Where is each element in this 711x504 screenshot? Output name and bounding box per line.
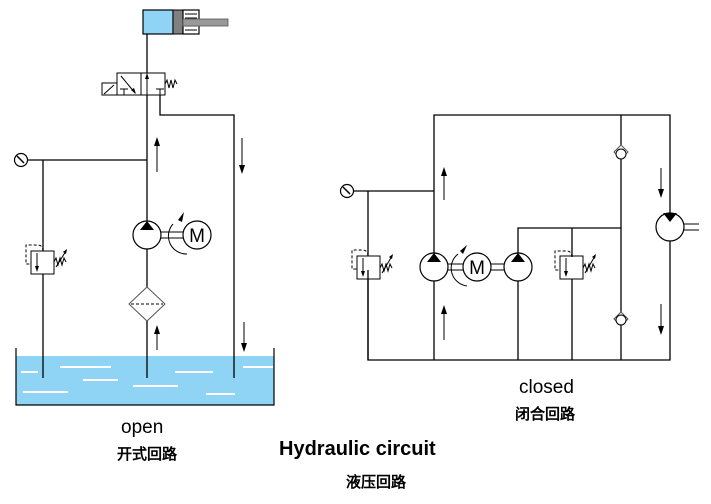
rotation-arrow-icon (167, 212, 188, 255)
flow-arrow-icon (658, 168, 664, 198)
hydraulic-motor-icon (655, 212, 699, 242)
pressure-gauge-icon (339, 183, 355, 199)
diagram-title-zh: 液压回路 (346, 473, 407, 491)
closed-label-zh: 闭合回路 (515, 405, 576, 423)
main-pump-icon (419, 252, 449, 282)
shaft-coupling (161, 231, 183, 239)
electric-motor-icon: M (462, 252, 492, 282)
solenoid-valve-icon (101, 72, 178, 96)
charge-pump-icon (503, 252, 533, 282)
flow-arrow-icon (441, 305, 447, 340)
return-pipe (159, 95, 235, 378)
check-valve-top-icon (613, 144, 629, 160)
shaft-coupling (448, 263, 463, 271)
open-circuit: M open 开 (13, 9, 275, 463)
shaft-coupling (491, 263, 504, 271)
flow-arrow-icon (658, 304, 664, 335)
flow-arrow-icon (154, 137, 160, 172)
pump-icon (132, 220, 162, 250)
filter-icon (128, 286, 166, 322)
flow-arrow-icon (441, 167, 447, 200)
closed-label: closed (519, 377, 574, 398)
open-label-zh: 开式回路 (117, 445, 178, 463)
open-label: open (121, 417, 163, 438)
cylinder-icon (142, 9, 229, 35)
diagram-title: Hydraulic circuit (279, 438, 436, 460)
electric-motor-icon: M (182, 220, 212, 250)
tank-icon (15, 348, 275, 406)
pressure-gauge-icon (13, 152, 29, 168)
relief-valve-icon (25, 244, 67, 275)
motor-label: M (469, 258, 485, 279)
relief-valve-icon (554, 250, 596, 280)
rotation-arrow-icon (450, 245, 468, 287)
flow-arrow-icon (239, 138, 245, 174)
flow-arrow-icon (154, 325, 160, 350)
pressure-pipe (433, 114, 671, 255)
closed-circuit: M (339, 114, 699, 423)
flow-arrow-icon (241, 322, 247, 352)
relief-valve-icon (351, 249, 393, 280)
check-valve-bottom-icon (613, 311, 629, 327)
pipe (517, 227, 621, 253)
motor-label: M (189, 226, 205, 247)
